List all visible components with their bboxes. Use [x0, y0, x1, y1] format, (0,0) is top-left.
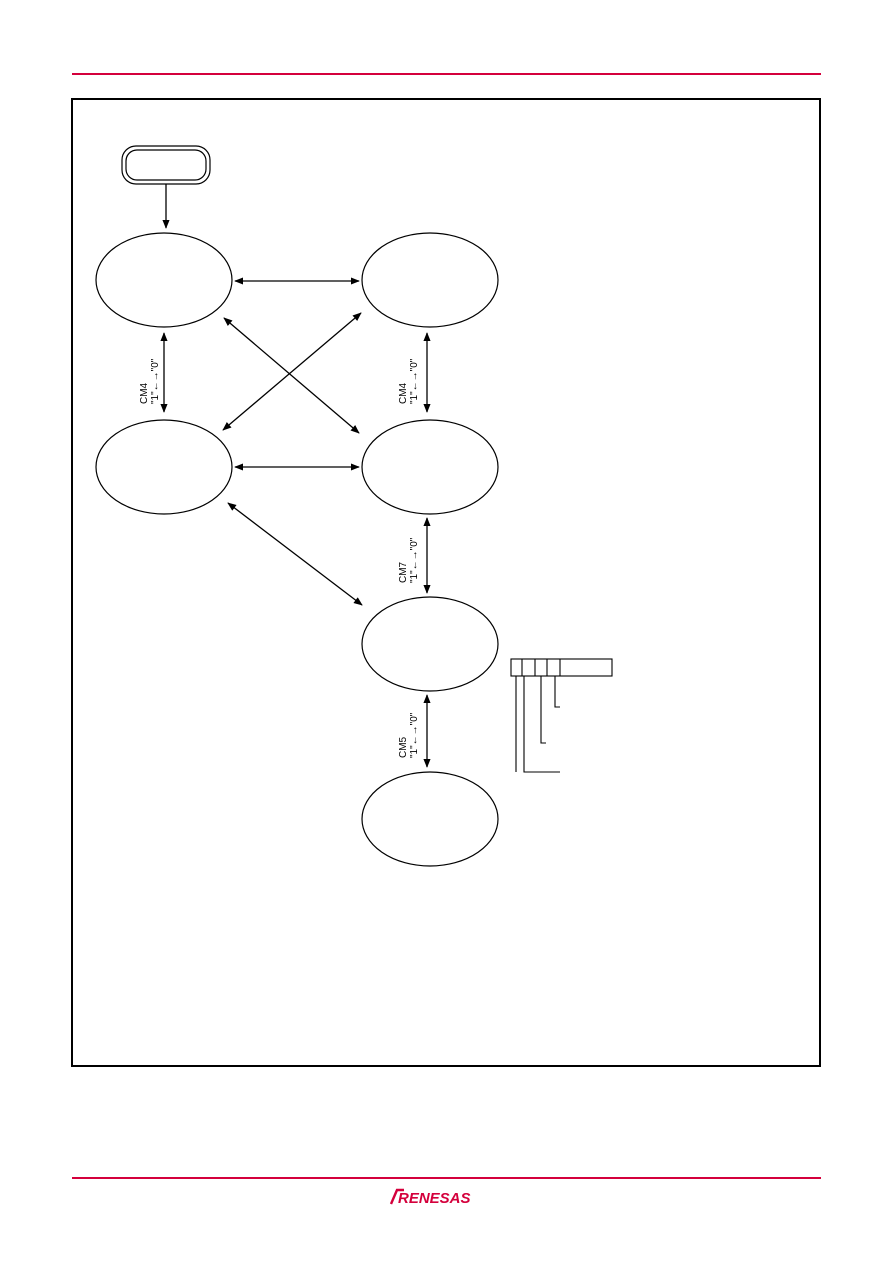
- state-s1: [95, 232, 233, 328]
- edge-label-left-vertical: CM4 "1"←→"0": [139, 358, 161, 404]
- edge-label-right-lower: CM5 "1"←→"0": [398, 712, 420, 758]
- edge-label-right-middle-bit: CM7: [398, 561, 409, 583]
- start-box: [121, 145, 211, 185]
- renesas-logo-swoosh: [389, 1188, 404, 1205]
- state-s4: [361, 419, 499, 515]
- edge-label-right-upper-values: "1"←→"0": [409, 358, 420, 404]
- register-leader-2: [540, 676, 546, 744]
- register-leader-3: [523, 676, 560, 773]
- register-leader-1: [554, 676, 560, 708]
- state-s6: [361, 771, 499, 867]
- renesas-logo-text: RENESAS: [398, 1190, 471, 1207]
- arrow-s3-s2: [222, 312, 362, 431]
- edge-label-right-lower-values: "1"←→"0": [409, 712, 420, 758]
- figure-frame: [71, 98, 821, 1067]
- edge-label-right-lower-bit: CM5: [398, 736, 409, 758]
- edge-label-right-upper-bit: CM4: [398, 382, 409, 404]
- arrow-s1-s4: [223, 317, 360, 434]
- edge-label-left-vertical-bit: CM4: [139, 382, 150, 404]
- arrow-s3-s5: [227, 502, 363, 606]
- renesas-logo: RENESAS: [389, 1188, 471, 1207]
- state-s3: [95, 419, 233, 515]
- footer-rule: [72, 1177, 821, 1179]
- header-rule: [72, 73, 821, 75]
- state-s2: [361, 232, 499, 328]
- edge-label-right-middle: CM7 "1"←→"0": [398, 537, 420, 583]
- state-s5: [361, 596, 499, 692]
- edge-label-right-middle-values: "1"←→"0": [409, 537, 420, 583]
- register-bit-table: [510, 658, 613, 773]
- edge-label-right-upper: CM4 "1"←→"0": [398, 358, 420, 404]
- edge-label-left-vertical-values: "1"←→"0": [150, 358, 161, 404]
